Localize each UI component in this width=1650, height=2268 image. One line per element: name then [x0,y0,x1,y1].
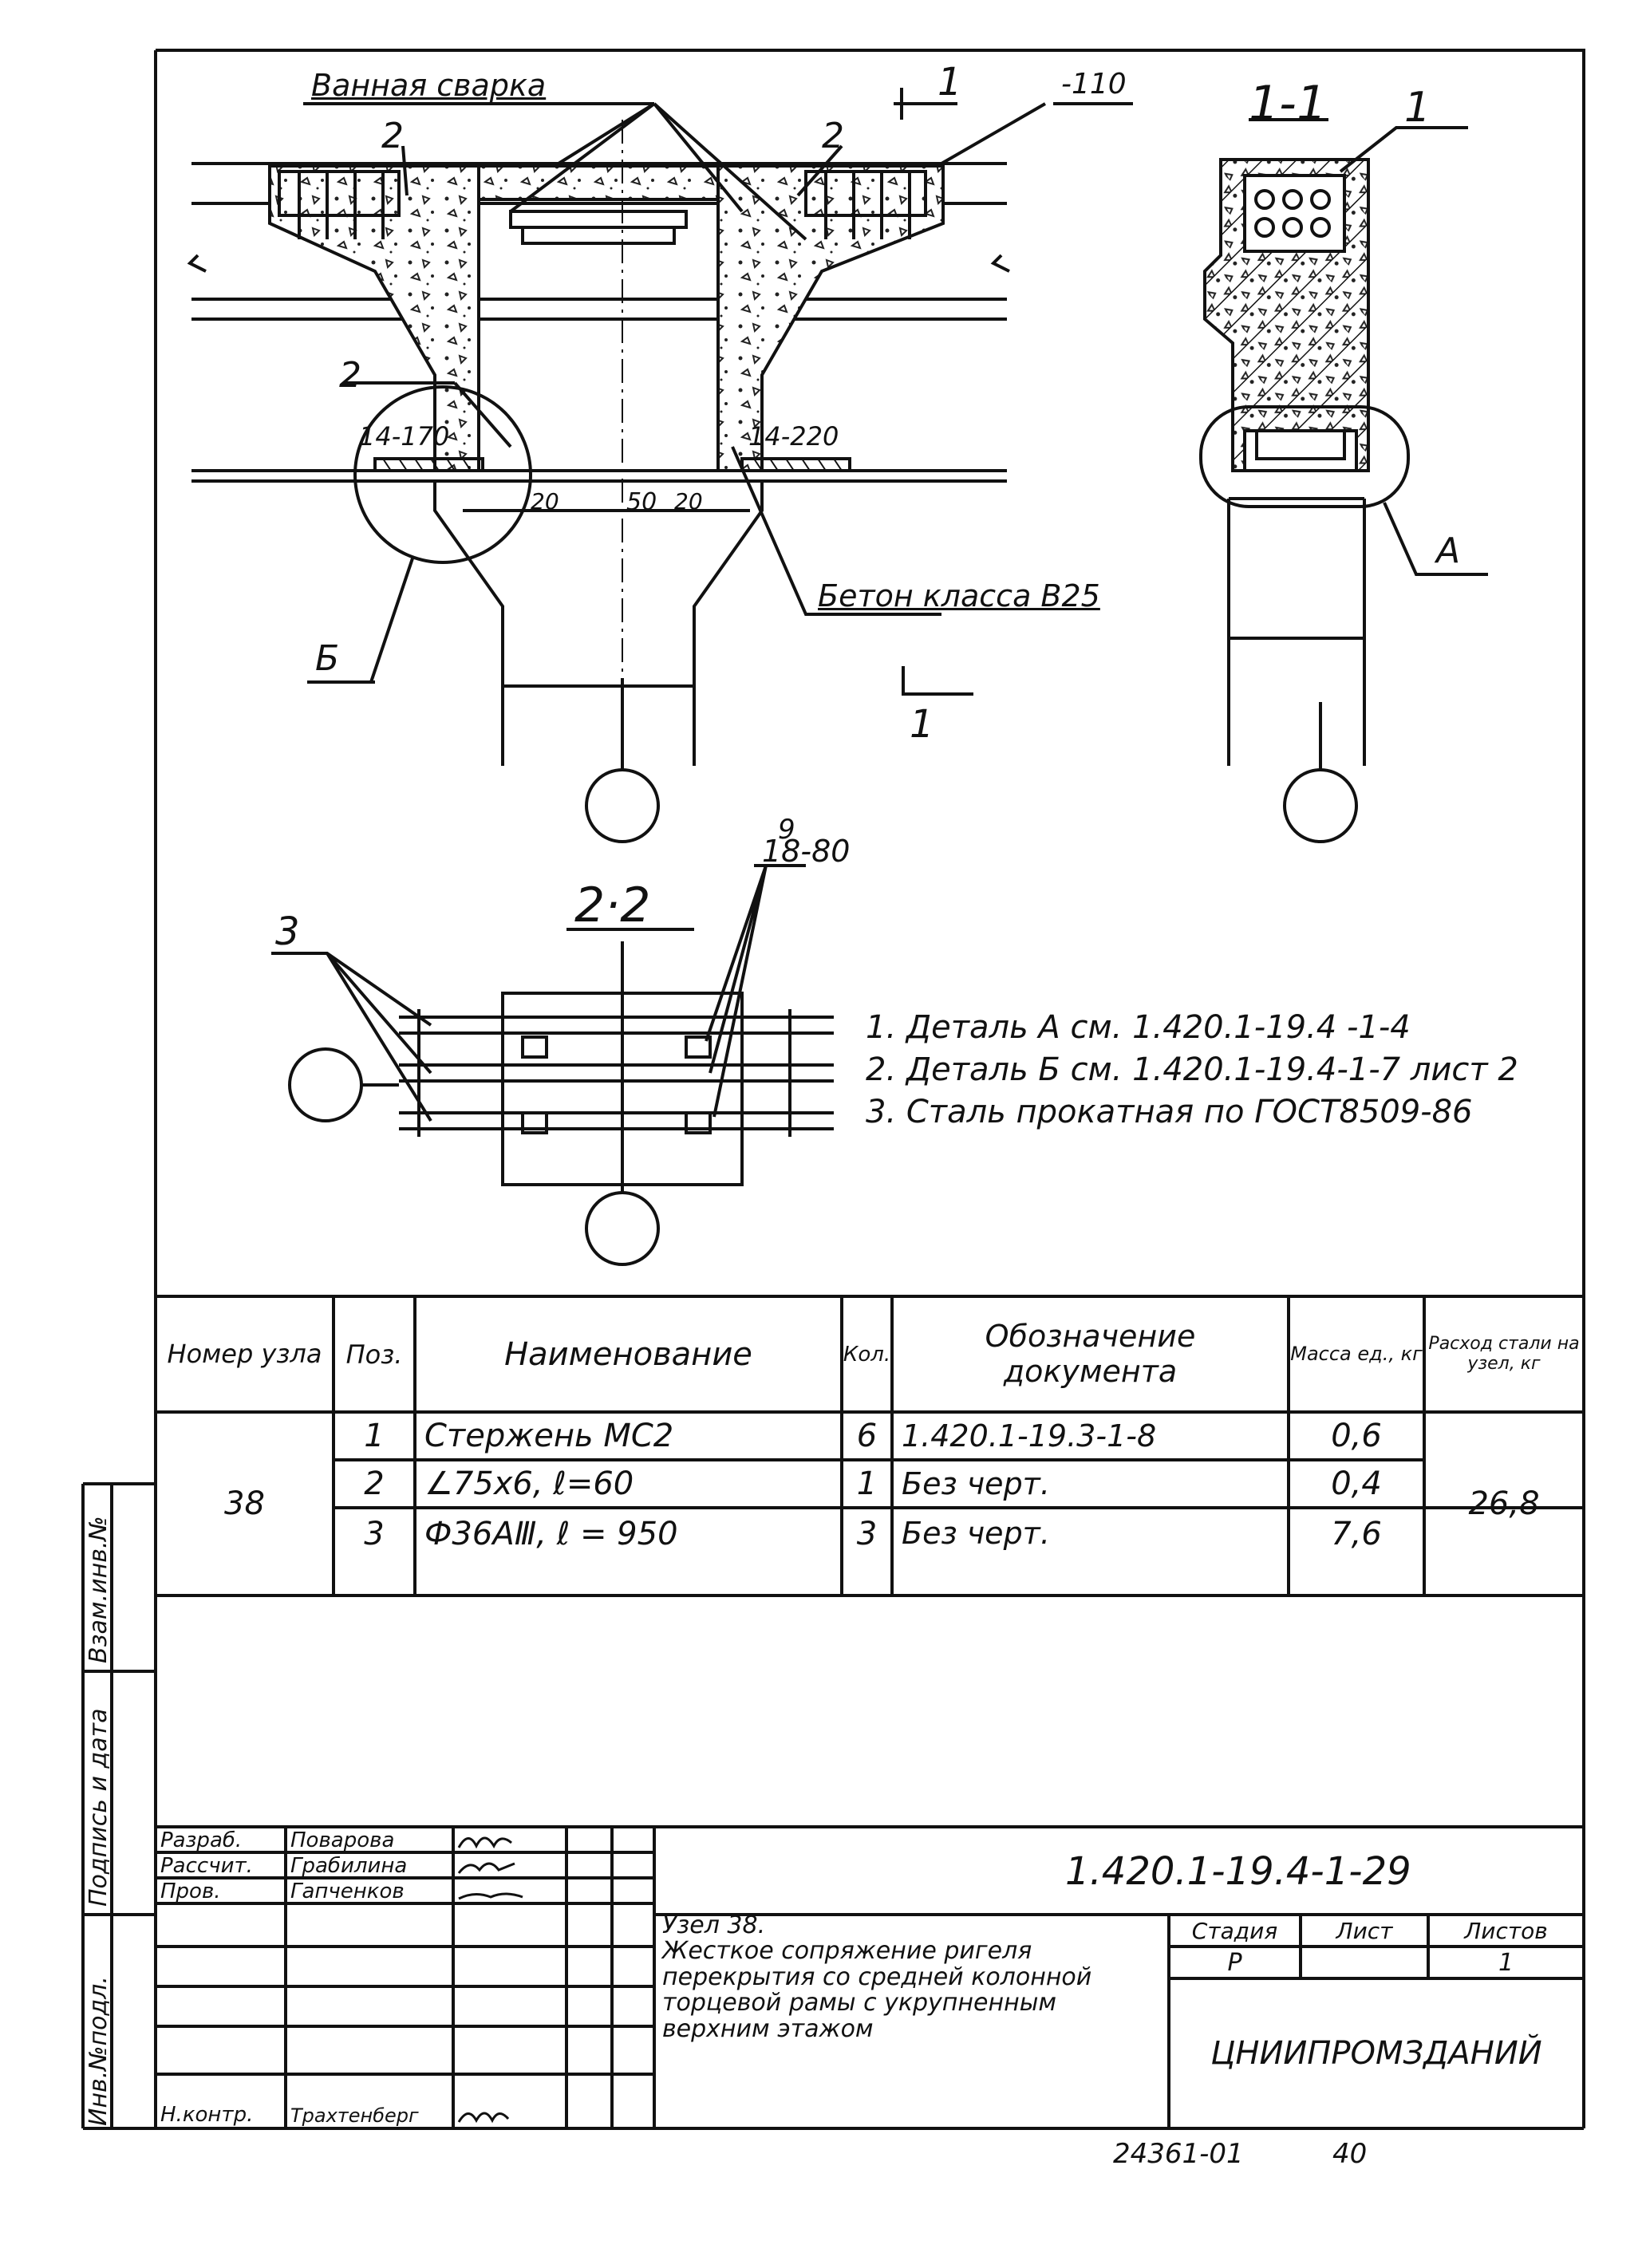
row-3-name: Ф36АⅢ, ℓ = 950 [424,1516,678,1552]
header-document: Обозначение документа [985,1318,1196,1389]
marker-2-lower: 2 [339,355,361,396]
row-2-pos: 2 [364,1465,385,1502]
row-3-mass: 7,6 [1331,1516,1382,1552]
dim-14-170-label: 14-170 [359,421,450,452]
header-qty: Кол. [843,1342,890,1367]
row-3-doc: Без черт. [902,1516,1050,1551]
row-1-qty: 6 [856,1418,878,1454]
row-2-doc: Без черт. [902,1466,1050,1501]
section-2-2-title: 2·2 [574,878,651,933]
note-2: 2. Деталь Б см. 1.420.1-19.4-1-7 лист 2 [866,1051,1518,1088]
title-block-grid [156,1825,1584,2128]
axis-circle-main [585,768,660,843]
header-position: Поз. [345,1339,403,1370]
dim-20-right: 20 [674,488,703,515]
header-mass: Масса ед., кг [1290,1343,1423,1366]
row-1-name: Стержень МС2 [424,1418,674,1454]
person-role-2: Рассчит. [160,1854,253,1878]
header-name: Наименование [504,1335,752,1373]
signatures [457,1836,523,2124]
marker-9-label: 9 [778,814,795,846]
row-3-pos: 3 [364,1516,385,1552]
node-number-value: 38 [224,1485,265,1522]
dim-14-220-label: 14-220 [748,421,839,452]
side-stamp-inv-no: Инв.№подл. [85,1976,112,2126]
stage-value: Р [1227,1948,1242,1977]
row-1-doc: 1.420.1-19.3-1-8 [902,1418,1157,1453]
person-name-1: Поварова [290,1828,395,1852]
marker-2-right: 2 [822,116,844,156]
main-elevation [187,88,1133,770]
row-3-qty: 3 [856,1516,878,1552]
callout-b-label: Б [315,638,340,679]
person-role-3: Пров. [160,1879,221,1903]
drawing-title: Узел 38. Жесткое сопряжение ригеля перек… [662,1911,1092,2043]
section-cut-1-label: 1 [910,702,934,747]
person-name-2: Грабилина [290,1854,408,1878]
footer-inventory-number: 24361-01 [1113,2138,1244,2170]
row-2-qty: 1 [856,1465,878,1502]
axis-circle-bottom [585,1191,660,1266]
side-stamp-replace-inv: Взам.инв.№ [85,1516,112,1663]
footer-page-number: 40 [1332,2138,1368,2170]
dim-50-label: 50 [626,488,657,516]
dim-20-left: 20 [531,488,559,515]
marker-1-section: 1 [1404,84,1431,132]
note-1: 1. Деталь А см. 1.420.1-19.4 -1-4 [866,1009,1411,1046]
organization-name: ЦНИИПРОМЗДАНИЙ [1210,2035,1542,2072]
section-1-1-title: 1-1 [1249,76,1327,132]
spec-table-grid [156,1295,1584,1597]
row-1-pos: 1 [364,1418,385,1454]
person-name-3: Гапченков [290,1879,405,1903]
callout-a-label: А [1436,531,1461,571]
marker-3-label: 3 [275,909,300,954]
person-name-7: Трахтенберг [290,2104,419,2127]
person-role-1: Разраб. [160,1828,243,1852]
side-stamp-grid [83,1482,156,2128]
document-code: 1.420.1-19.4-1-29 [1065,1849,1411,1894]
section-1-1 [1199,118,1488,770]
marker-2-left: 2 [381,116,404,156]
marker-1-top: 1 [938,60,962,105]
section-2-2 [271,864,834,1193]
header-consumption: Расход стали на узел, кг [1428,1334,1580,1374]
dim-18-80-label: 18-80 [762,834,851,869]
note-3: 3. Сталь прокатная по ГОСТ8509-86 [866,1094,1473,1130]
axis-circle-section [1283,768,1358,843]
sheet-value [1302,1948,1427,1977]
side-stamp-sign-date: Подпись и дата [85,1708,112,1907]
weld-label: Ванная сварка [311,68,547,103]
sheets-header: Листов [1464,1917,1548,1944]
concrete-class-label: Бетон класса В25 [818,578,1100,613]
total-consumption-value: 26,8 [1468,1485,1540,1522]
header-node-number: Номер узла [167,1338,322,1369]
axis-circle-left [288,1047,363,1122]
row-2-name: ∠75х6, ℓ=60 [424,1465,634,1502]
sheet-header: Лист [1336,1917,1393,1944]
stage-header: Стадия [1191,1917,1278,1944]
row-2-mass: 0,4 [1331,1465,1382,1502]
person-role-7: Н.контр. [160,2103,254,2127]
dim-110-label: -110 [1061,68,1127,101]
sheets-value: 1 [1498,1948,1514,1977]
row-1-mass: 0,6 [1331,1418,1382,1454]
